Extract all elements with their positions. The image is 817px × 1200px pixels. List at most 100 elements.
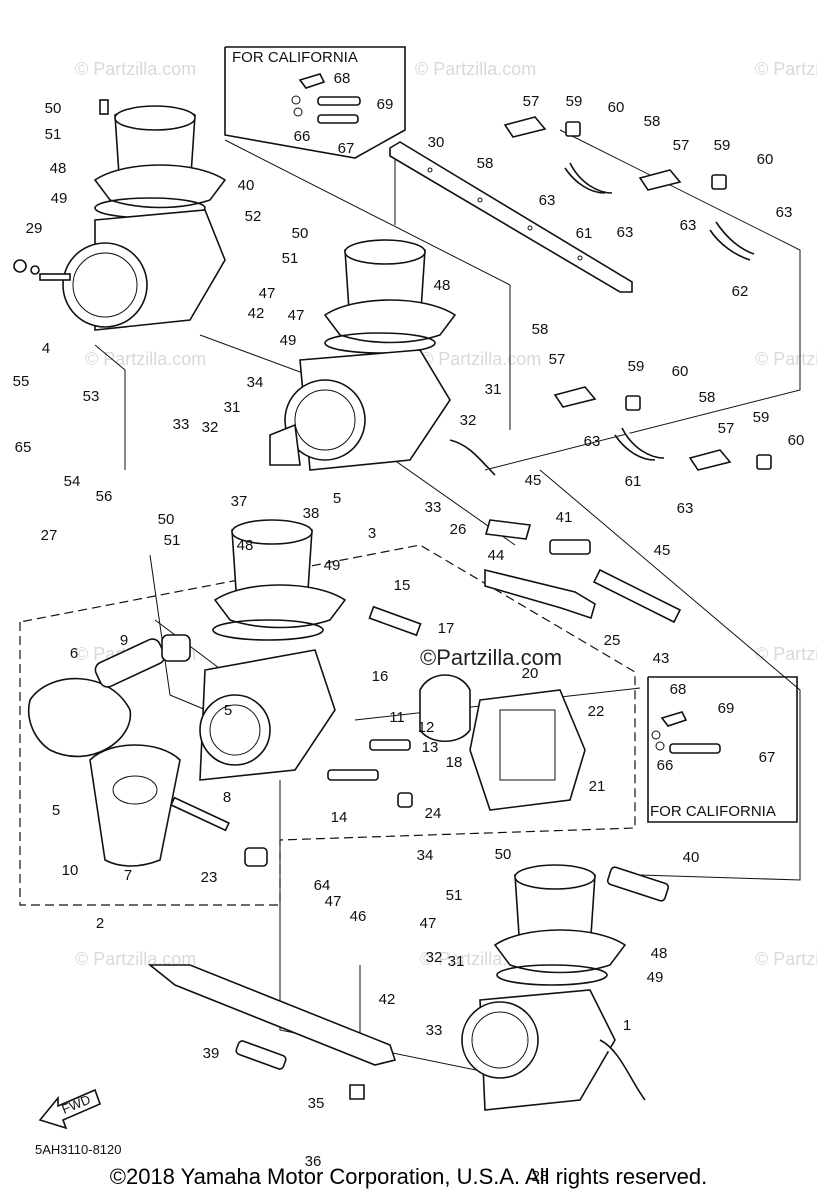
- part-callout-40: 40: [683, 849, 700, 866]
- part-callout-12: 12: [418, 719, 435, 736]
- part-callout-43: 43: [653, 650, 670, 667]
- part-callout-49: 49: [51, 190, 68, 207]
- part-callout-50: 50: [495, 846, 512, 863]
- part-callout-58: 58: [699, 389, 716, 406]
- part-callout-58: 58: [532, 321, 549, 338]
- part-callout-25: 25: [604, 632, 621, 649]
- part-callout-29: 29: [26, 220, 43, 237]
- carburetor-4: [13, 99, 227, 331]
- part-callout-32: 32: [426, 949, 443, 966]
- part-callout-18: 18: [446, 754, 463, 771]
- part-callout-20: 20: [522, 665, 539, 682]
- part-callout-39: 39: [203, 1045, 220, 1062]
- part-callout-33: 33: [173, 416, 190, 433]
- fuel-rail-top: [389, 116, 755, 293]
- part-callout-61: 61: [576, 225, 593, 242]
- part-callout-41: 41: [556, 509, 573, 526]
- part-callout-57: 57: [673, 137, 690, 154]
- part-callout-56: 56: [96, 488, 113, 505]
- part-callout-60: 60: [788, 432, 805, 449]
- part-callout-13: 13: [422, 739, 439, 756]
- float-bowl-parts: [327, 605, 586, 811]
- part-callout-22: 22: [588, 703, 605, 720]
- diagram-code: 5AH3110-8120: [35, 1142, 122, 1157]
- part-callout-24: 24: [425, 805, 442, 822]
- carburetor-3: [269, 239, 496, 476]
- carburetor-1: [461, 864, 670, 1111]
- part-callout-40: 40: [238, 177, 255, 194]
- watermark: © Partzilla.com: [755, 349, 817, 369]
- part-callout-67: 67: [338, 140, 355, 157]
- part-callout-5: 5: [224, 702, 232, 719]
- watermark: © Partzilla.com: [85, 349, 206, 369]
- watermark: © Partzilla.com: [755, 949, 817, 969]
- watermark: © Partzilla.com: [420, 349, 541, 369]
- part-callout-6: 6: [70, 645, 78, 662]
- california-box-top: FOR CALIFORNIA: [224, 46, 406, 159]
- part-callout-68: 68: [670, 681, 687, 698]
- part-callout-47: 47: [420, 915, 437, 932]
- part-callout-63: 63: [584, 433, 601, 450]
- part-callout-11: 11: [389, 709, 405, 726]
- watermark: © Partzilla.com: [75, 59, 196, 79]
- fuel-rail-mid: [484, 386, 772, 624]
- part-callout-54: 54: [64, 473, 81, 490]
- part-callout-48: 48: [50, 160, 67, 177]
- part-callout-7: 7: [124, 867, 132, 884]
- part-callout-69: 69: [377, 96, 394, 113]
- part-callout-50: 50: [292, 225, 309, 242]
- part-callout-69: 69: [718, 700, 735, 717]
- part-callout-45: 45: [654, 542, 671, 559]
- part-callout-2: 2: [96, 915, 104, 932]
- part-callout-47: 47: [325, 893, 342, 910]
- part-callout-8: 8: [223, 789, 231, 806]
- part-callout-45: 45: [525, 472, 542, 489]
- watermark: © Partzilla.com: [755, 59, 817, 79]
- part-callout-14: 14: [331, 809, 348, 826]
- part-callout-51: 51: [446, 887, 463, 904]
- part-callout-48: 48: [651, 945, 668, 962]
- watermark-center: ©Partzilla.com: [420, 645, 562, 670]
- part-callout-48: 48: [434, 277, 451, 294]
- part-callout-48: 48: [237, 537, 254, 554]
- part-callout-9: 9: [120, 632, 128, 649]
- part-callout-60: 60: [608, 99, 625, 116]
- part-callout-51: 51: [164, 532, 181, 549]
- part-callout-46: 46: [350, 908, 367, 925]
- part-callout-31: 31: [224, 399, 241, 416]
- part-callout-64: 64: [314, 877, 331, 894]
- part-callout-49: 49: [324, 557, 341, 574]
- copyright-notice: ©2018 Yamaha Motor Corporation, U.S.A. A…: [109, 1164, 708, 1189]
- part-callout-68: 68: [334, 70, 351, 87]
- part-callout-36: 36: [305, 1153, 322, 1170]
- part-callout-57: 57: [549, 351, 566, 368]
- part-callout-50: 50: [45, 100, 62, 117]
- part-callout-32: 32: [460, 412, 477, 429]
- part-callout-51: 51: [45, 126, 62, 143]
- carburetor-2: [28, 519, 347, 867]
- part-callout-47: 47: [259, 285, 276, 302]
- part-callout-5: 5: [52, 802, 60, 819]
- part-callout-35: 35: [308, 1095, 325, 1112]
- fwd-arrow: FWD: [38, 1088, 102, 1130]
- part-callout-52: 52: [245, 208, 262, 225]
- for-california-label: FOR CALIFORNIA: [650, 803, 776, 820]
- throttle-link: [147, 964, 397, 1100]
- part-callout-61: 61: [625, 473, 642, 490]
- part-callout-31: 31: [448, 953, 465, 970]
- part-callout-60: 60: [757, 151, 774, 168]
- part-callout-30: 30: [428, 134, 445, 151]
- part-callout-17: 17: [438, 620, 455, 637]
- part-callout-3: 3: [368, 525, 376, 542]
- part-callout-37: 37: [231, 493, 248, 510]
- part-callout-62: 62: [732, 283, 749, 300]
- california-box-right: FOR CALIFORNIA: [647, 676, 798, 823]
- part-callout-26: 26: [450, 521, 467, 538]
- part-callout-67: 67: [759, 749, 776, 766]
- part-callout-33: 33: [425, 499, 442, 516]
- part-callout-57: 57: [523, 93, 540, 110]
- part-callout-34: 34: [247, 374, 264, 391]
- part-callout-27: 27: [41, 527, 58, 544]
- part-callout-57: 57: [718, 420, 735, 437]
